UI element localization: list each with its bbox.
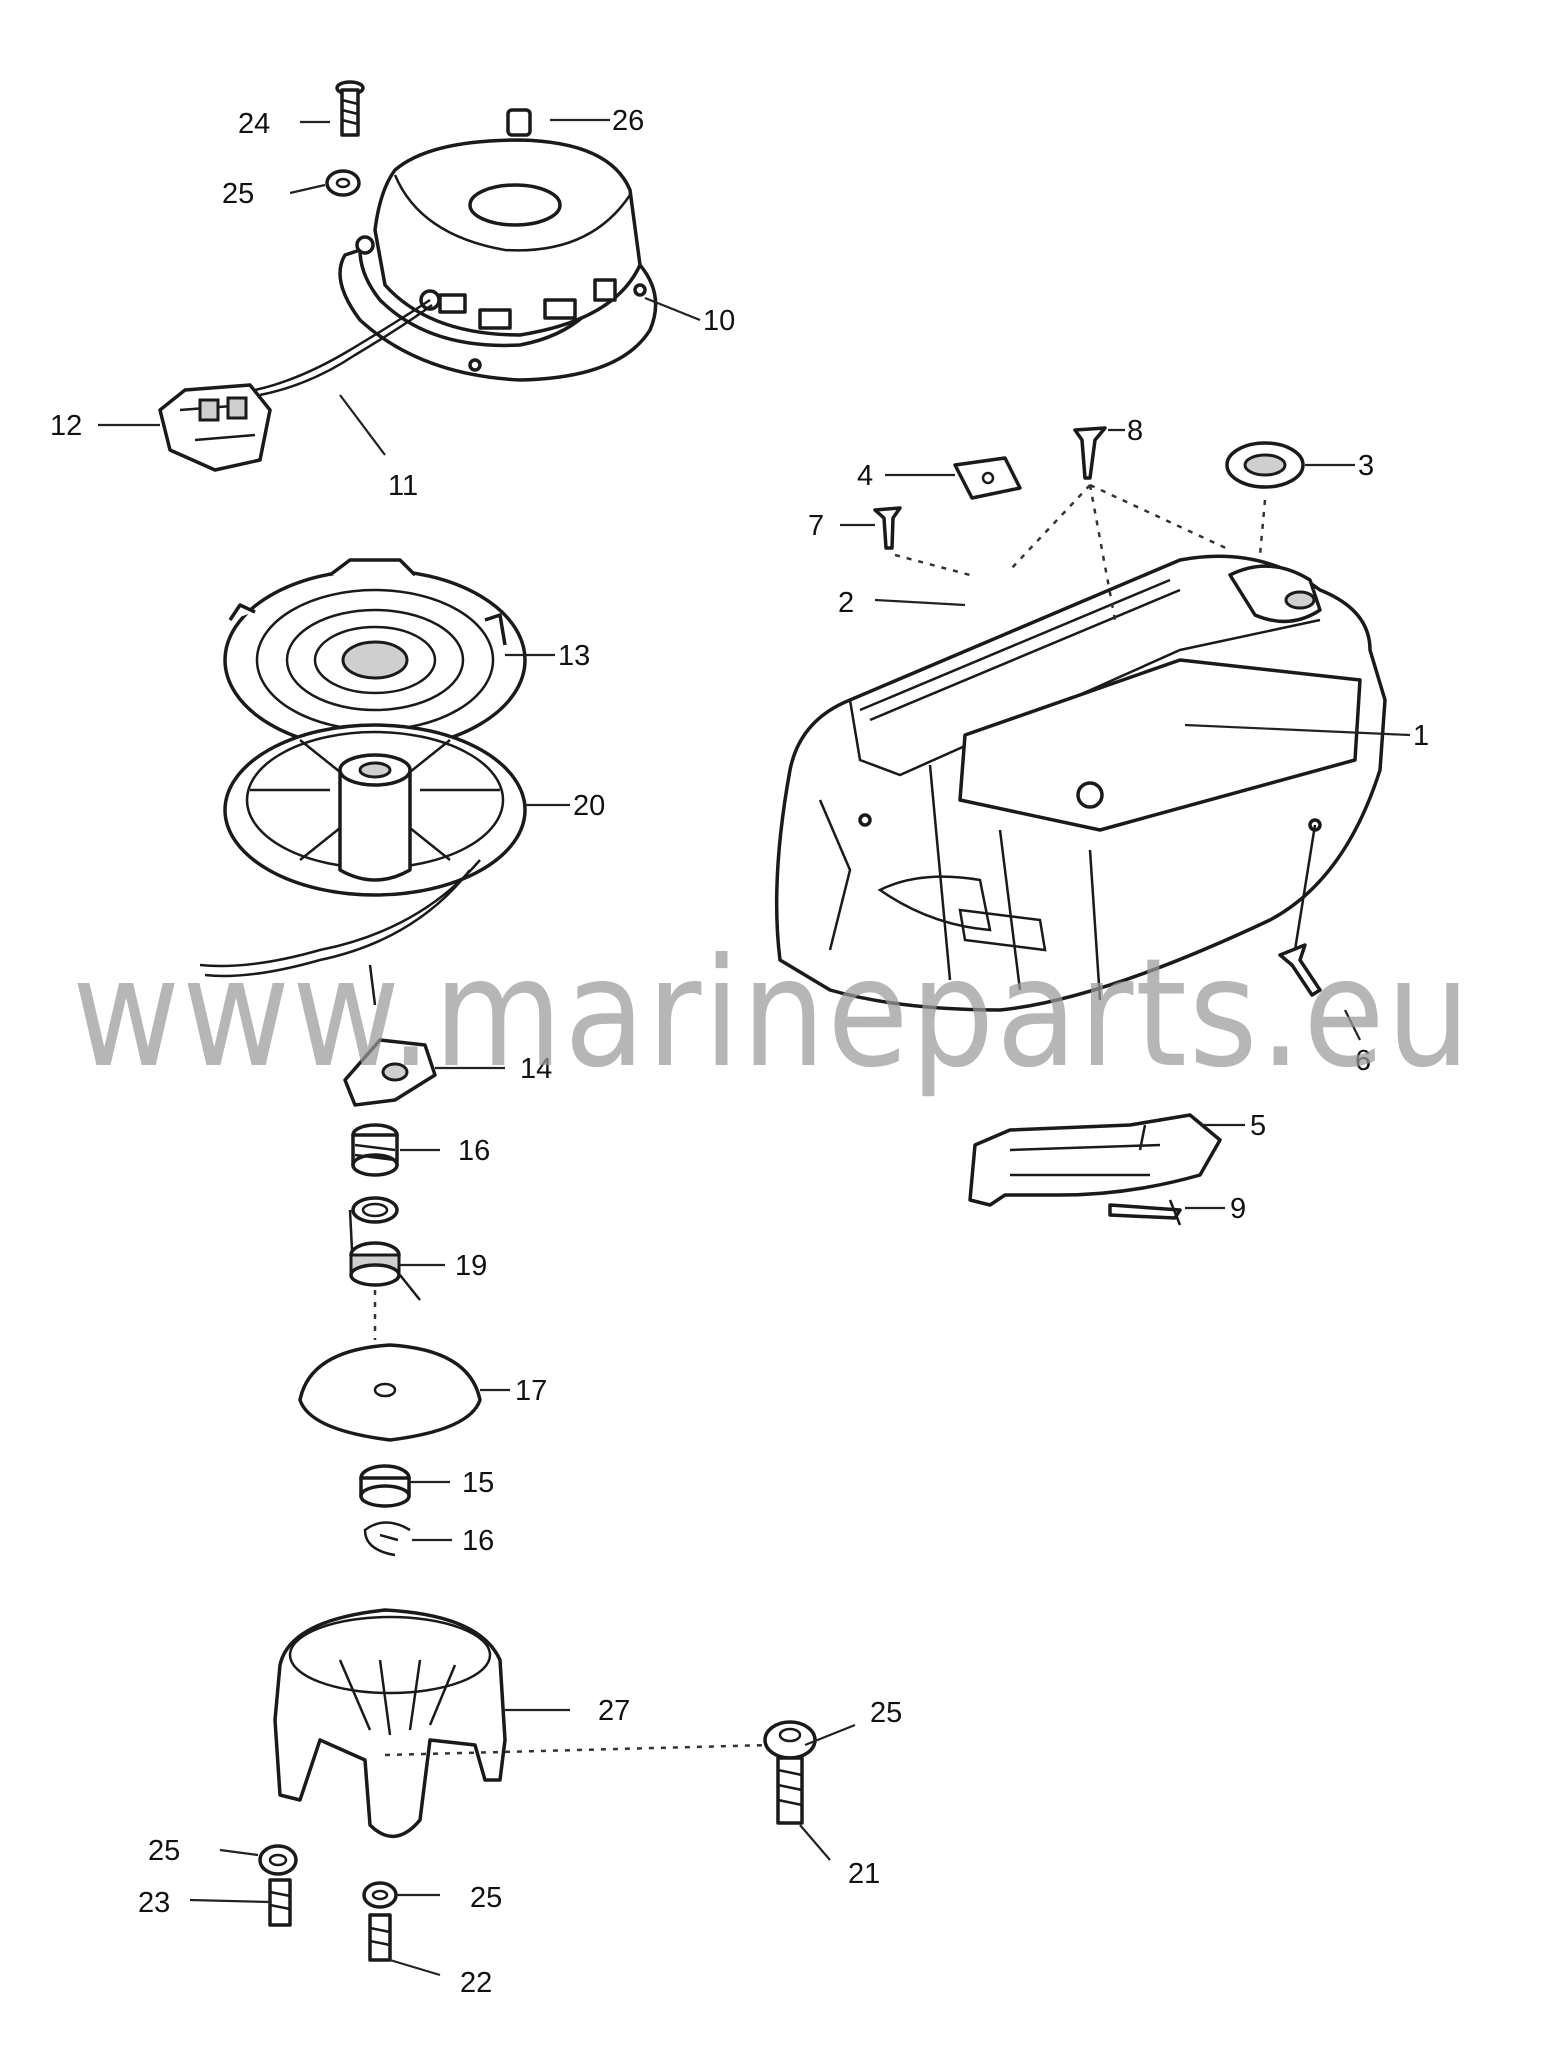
bushing — [351, 1196, 399, 1224]
callout-7: 7 — [808, 510, 824, 542]
callout-14: 14 — [520, 1053, 552, 1085]
callout-25-left: 25 — [148, 1835, 180, 1867]
starter-rope — [199, 859, 481, 968]
grommet-3 — [1225, 441, 1305, 489]
washer-25-bottom-left — [258, 1844, 298, 1876]
starter-housing — [338, 138, 658, 382]
clip-16-lower — [363, 1521, 411, 1557]
callout-17: 17 — [515, 1375, 547, 1407]
callout-21: 21 — [848, 1858, 880, 1890]
callout-16-upper: 16 — [458, 1135, 490, 1167]
callout-13: 13 — [558, 640, 590, 672]
screw-7 — [873, 506, 902, 550]
washer-25-bottom-mid — [362, 1881, 398, 1909]
screw-22 — [368, 1913, 392, 1962]
support-27 — [273, 1608, 507, 1839]
callout-24: 24 — [238, 108, 270, 140]
callout-9: 9 — [1230, 1193, 1246, 1225]
callout-6: 6 — [1355, 1045, 1371, 1077]
callout-25-right: 25 — [870, 1697, 902, 1729]
nut-15 — [359, 1464, 411, 1508]
callout-16-lower: 16 — [462, 1525, 494, 1557]
pawl-14 — [343, 1038, 437, 1107]
spring-16-upper — [351, 1123, 399, 1177]
screw-8 — [1073, 426, 1107, 480]
callout-19: 19 — [455, 1250, 487, 1282]
callout-27: 27 — [598, 1695, 630, 1727]
screw-24 — [335, 80, 365, 137]
callout-11: 11 — [388, 470, 418, 502]
callout-10: 10 — [703, 305, 735, 337]
bracket-5 — [968, 1113, 1222, 1207]
callout-15: 15 — [462, 1467, 494, 1499]
screw-6 — [1278, 943, 1322, 997]
plate-4 — [953, 456, 1022, 500]
handle-12 — [158, 383, 272, 472]
bolt-21-assembly — [763, 1720, 817, 1825]
rewind-spring-13 — [223, 558, 527, 752]
callout-23: 23 — [138, 1887, 170, 1919]
pin-9 — [1108, 1199, 1182, 1226]
gasket-2 — [859, 578, 1181, 722]
callout-4: 4 — [857, 460, 873, 492]
nut-26 — [506, 108, 532, 137]
washer-25-top — [325, 169, 361, 197]
callout-2: 2 — [838, 587, 854, 619]
callout-26: 26 — [612, 105, 644, 137]
spring-19 — [348, 1209, 421, 1301]
callout-3: 3 — [1358, 450, 1374, 482]
callout-25-top: 25 — [222, 178, 254, 210]
callout-1: 1 — [1413, 720, 1429, 752]
callout-12: 12 — [50, 410, 82, 442]
callout-25-mid: 25 — [470, 1882, 502, 1914]
callout-5: 5 — [1250, 1110, 1266, 1142]
screw-23 — [268, 1878, 292, 1927]
plate-17 — [298, 1343, 482, 1442]
cowl-1 — [774, 554, 1387, 1012]
pulley-20 — [223, 723, 527, 897]
callout-8: 8 — [1127, 415, 1143, 447]
callout-20: 20 — [573, 790, 605, 822]
rope-11 — [254, 298, 431, 392]
callout-22: 22 — [460, 1967, 492, 1999]
watermark: www.marineparts.eu — [72, 927, 1472, 1101]
